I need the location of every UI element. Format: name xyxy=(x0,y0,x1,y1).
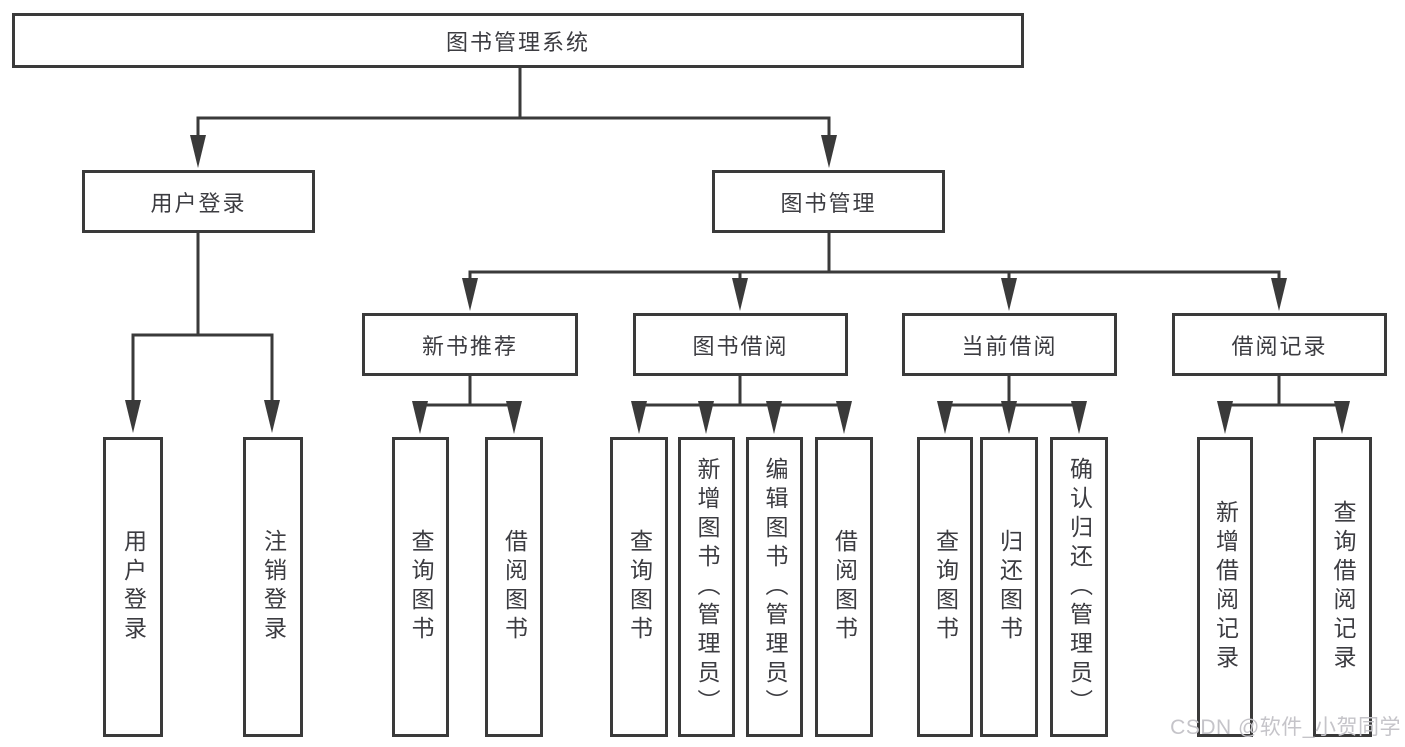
leaf-return-books: 归还图书 xyxy=(980,437,1038,737)
leaf-user-login: 用户登录 xyxy=(103,437,163,737)
leaf-query-books-recommend: 查询图书 xyxy=(392,437,449,737)
leaf-edit-books-admin: 编辑图书（管理员） xyxy=(746,437,803,737)
leaf-add-borrow-record: 新增借阅记录 xyxy=(1197,437,1253,737)
leaf-add-books-admin: 新增图书（管理员） xyxy=(678,437,735,737)
csdn-watermark: CSDN @软件_小贺同学 xyxy=(1170,716,1401,739)
node-borrowing-records: 借阅记录 xyxy=(1172,313,1387,376)
node-library-management-system: 图书管理系统 xyxy=(12,13,1024,68)
leaf-logout: 注销登录 xyxy=(243,437,303,737)
leaf-borrow-books-recommend: 借阅图书 xyxy=(485,437,543,737)
node-book-management: 图书管理 xyxy=(712,170,945,233)
node-user-login: 用户登录 xyxy=(82,170,315,233)
leaf-query-books-borrowing: 查询图书 xyxy=(610,437,668,737)
leaf-query-books-current: 查询图书 xyxy=(917,437,973,737)
node-current-borrowing: 当前借阅 xyxy=(902,313,1117,376)
leaf-borrow-books: 借阅图书 xyxy=(815,437,873,737)
leaf-confirm-return-admin: 确认归还（管理员） xyxy=(1050,437,1108,737)
leaf-query-borrow-record: 查询借阅记录 xyxy=(1313,437,1372,737)
node-book-borrowing: 图书借阅 xyxy=(633,313,848,376)
node-new-book-recommendation: 新书推荐 xyxy=(362,313,578,376)
